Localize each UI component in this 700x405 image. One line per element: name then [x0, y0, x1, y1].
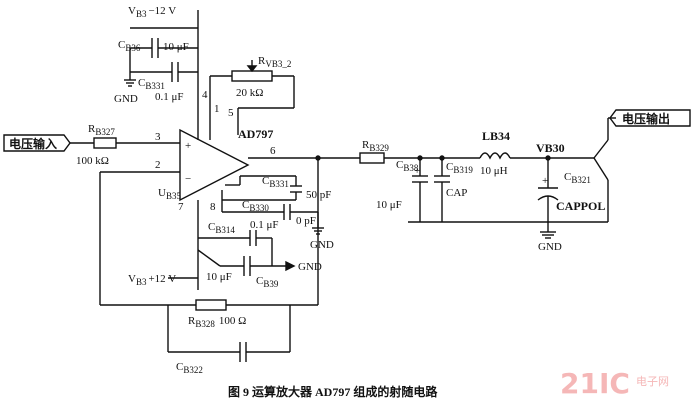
neg-supply-rail: [130, 10, 199, 140]
cb330-value: 0 pF: [296, 215, 316, 227]
figure-caption: 图 9 运算放大器 AD797 组成的射随电路: [228, 384, 438, 399]
cb319-label: CB319: [446, 161, 473, 175]
lb34-label: LB34: [482, 129, 510, 143]
input-label: 电压输入: [9, 136, 57, 151]
resistor-rb329: [359, 152, 480, 164]
feedback-loop: [99, 158, 319, 362]
cb38-plus: +: [414, 165, 420, 177]
pin-plus: +: [185, 140, 191, 152]
cb330-label: CB330: [242, 199, 269, 213]
output-port: [456, 109, 691, 223]
pin-4: 4: [202, 89, 208, 101]
gnd-label-out: GND: [538, 241, 562, 253]
inductor-lb34: [479, 152, 594, 160]
cb39-label: CB39: [256, 275, 279, 289]
pin-8: 8: [210, 201, 216, 213]
resistor-rb327: [70, 137, 180, 149]
vb30-label: VB30: [536, 141, 565, 155]
vb3-pos-label: VB3+12 V: [128, 273, 176, 287]
cb38-value: 10 μF: [376, 199, 402, 211]
ub35-label: UB35: [158, 187, 181, 201]
op-amp-name: AD797: [238, 127, 273, 141]
pin-5: 5: [228, 107, 234, 119]
cappol-label: CAPPOL: [556, 199, 605, 213]
rb329-label: RB329: [362, 139, 389, 153]
cb331b-value: 50 pF: [306, 189, 331, 201]
cb331-label: CB331: [138, 77, 165, 91]
rvb3-label: RVB3_2: [258, 55, 291, 69]
capacitor-cb331-comp: [222, 175, 302, 201]
capacitor-cb321: [537, 155, 559, 239]
capacitors-cb38-cb319: [408, 155, 456, 223]
rb327-label: RB327: [88, 123, 115, 137]
cb38-label: CB38: [396, 159, 419, 173]
cb331b-label: CB331: [262, 175, 289, 189]
cb36-label: CB36: [118, 39, 141, 53]
pin-1: 1: [214, 103, 220, 115]
gnd-label-top: GND: [114, 93, 138, 105]
op-amp-ad797: [179, 128, 250, 202]
cb36-value: 10 μF: [163, 41, 189, 53]
op-amp-output: [248, 155, 360, 161]
cb322-label: CB322: [176, 361, 203, 375]
vb3-neg-label: VB3−12 V: [128, 5, 176, 19]
rb327-value: 100 kΩ: [76, 155, 109, 167]
cap-label: CAP: [446, 187, 467, 199]
cb314-label: CB314: [208, 221, 235, 235]
cb314-value: 0.1 μF: [250, 219, 279, 231]
cb331-value: 0.1 μF: [155, 91, 184, 103]
pin-minus: −: [185, 173, 191, 185]
pos-supply-rail: [168, 200, 296, 290]
potentiometer-rvb3: [209, 60, 295, 140]
capacitor-cb36: [130, 38, 198, 58]
lb34-value: 10 μH: [480, 165, 508, 177]
watermark-brand: 21IC: [560, 367, 630, 400]
capacitor-cb331-top: [124, 48, 198, 87]
pin-3: 3: [155, 131, 161, 143]
gnd-label-mid: GND: [310, 239, 334, 251]
cb321-plus: +: [542, 175, 548, 187]
pin-6: 6: [270, 145, 276, 157]
gnd-label-right: GND: [298, 261, 322, 273]
pin-2: 2: [155, 159, 161, 171]
watermark-site: 电子网: [636, 375, 669, 388]
input-port: [3, 134, 71, 152]
output-label: 电压输出: [622, 111, 670, 126]
pin-7: 7: [178, 201, 184, 213]
capacitor-cb330: [221, 190, 324, 235]
cb321-label: CB321: [564, 171, 591, 185]
rvb3-value: 20 kΩ: [236, 87, 263, 99]
cb39-value: 10 μF: [206, 271, 232, 283]
